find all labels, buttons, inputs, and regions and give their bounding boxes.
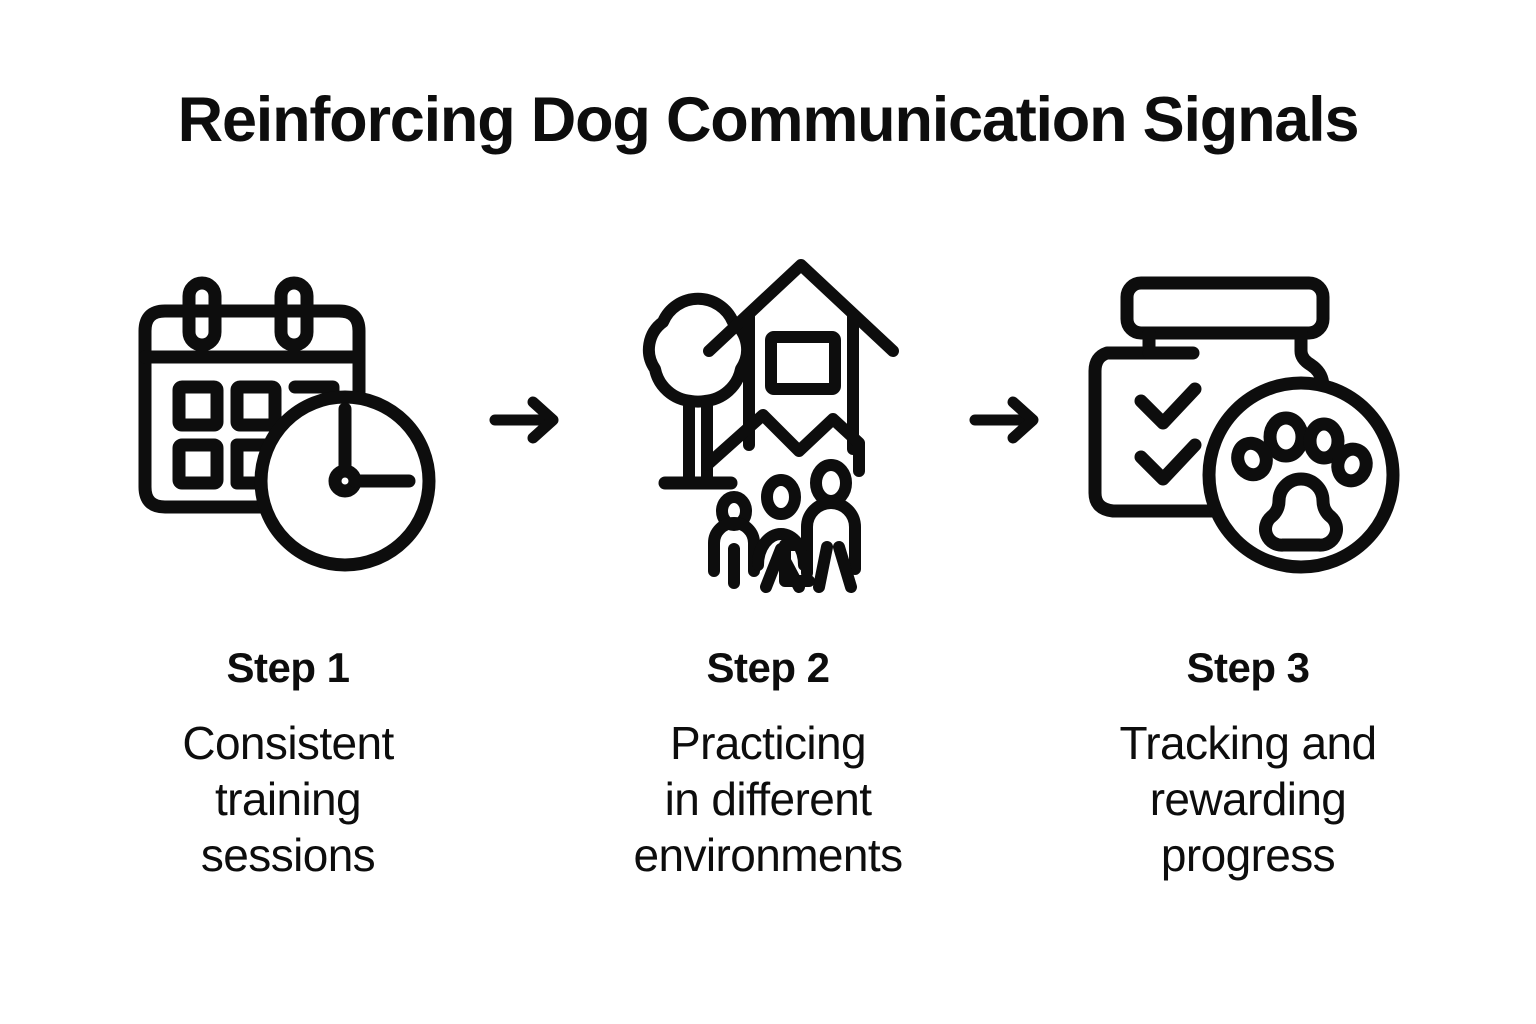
step-label: Step 2 [706, 644, 830, 691]
step-label: Step 1 [226, 644, 350, 691]
step-description: Consistent training sessions [88, 715, 488, 883]
calendar-cell-1 [172, 380, 224, 432]
paw-main-pad [1259, 472, 1343, 552]
step-description-line: training [214, 773, 362, 826]
arrow-right-icon [969, 396, 1039, 444]
step-description-line: in different [664, 773, 872, 826]
page-title: Reinforcing Dog Communication Signals [177, 85, 1360, 155]
step-description-line: rewarding [1149, 773, 1347, 826]
carry-bag [779, 538, 815, 587]
step-column-2: Step 2 Practicing in different environme… [572, 255, 964, 883]
jar-body-left [1088, 326, 1222, 518]
step-description-line: Consistent [182, 717, 394, 769]
step-column-3: Step 3 Tracking and rewarding progress [1052, 255, 1444, 883]
person-large [779, 458, 861, 593]
check-icon-1 [1134, 382, 1202, 430]
step-description-line: environments [633, 829, 904, 882]
calendar-clock-icon [123, 255, 453, 585]
calendar-body [138, 304, 366, 514]
paw-toe-3 [1231, 436, 1273, 482]
paw-toe-4 [1331, 442, 1373, 488]
house-roof [703, 258, 899, 357]
step-description: Practicing in different environments [568, 715, 968, 883]
house-window [765, 330, 841, 395]
calendar-cell-5-clipped [230, 438, 282, 490]
jar-lid [1120, 276, 1330, 340]
arrow-right-icon [489, 396, 559, 444]
steps-row: Step 1 Consistent training sessions [0, 255, 1536, 955]
ground-zigzag [701, 408, 865, 477]
step-column-1: Step 1 Consistent training sessions [92, 255, 484, 883]
calendar-cell-4 [172, 438, 224, 490]
tree-canopy [642, 292, 754, 408]
step-description: Tracking and rewarding progress [1048, 715, 1448, 883]
calendar-cell-2 [230, 380, 282, 432]
treat-jar-paw-icon [1083, 255, 1413, 585]
connector-2 [964, 255, 1052, 585]
clock-face [254, 390, 436, 572]
person-small [708, 490, 760, 589]
step-description-line: Tracking and [1119, 717, 1377, 769]
step-label: Step 3 [1186, 644, 1310, 691]
step-description-line: Practicing [670, 717, 867, 769]
neighborhood-people-icon [603, 255, 933, 593]
paw-toe-2 [1303, 417, 1345, 465]
step-description-line: sessions [200, 829, 376, 882]
step-description-line: progress [1160, 829, 1336, 882]
connector-1 [484, 255, 572, 585]
check-icon-2 [1134, 438, 1202, 486]
paw-toe-1 [1263, 411, 1309, 463]
